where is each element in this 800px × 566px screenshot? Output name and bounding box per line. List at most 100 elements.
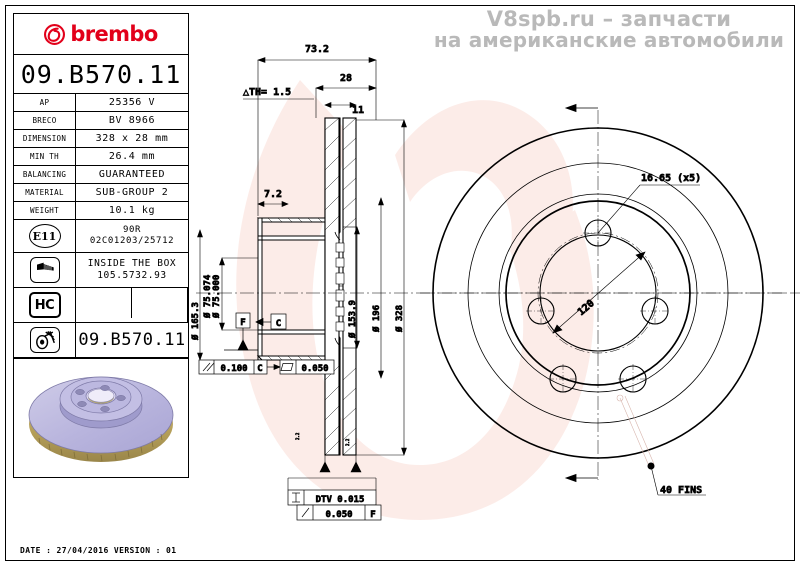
dim-11: [324, 102, 357, 108]
part-code: 09.B570.11: [20, 59, 182, 89]
bolt-hole-note: 16.65 (x5): [641, 173, 701, 184]
pcd-dim: [552, 251, 646, 334]
table-row: WEIGHT 10.1 kg: [14, 202, 188, 220]
tolerance-parallelism-value: 0.100: [220, 364, 247, 374]
pcd-label: 120: [576, 298, 597, 318]
homologation-line1: 90R: [122, 224, 142, 235]
row-label: MATERIAL: [14, 184, 76, 201]
disc-code-row: 09.B570.11: [14, 323, 188, 358]
inside-box-line2: 105.5732.93: [97, 270, 167, 281]
tolerance-dtv-value: DTV 0.015: [316, 495, 365, 505]
section-hatch-cheeks: [324, 117, 357, 456]
homologation-row: E11 90R 02C01203/25712: [14, 220, 188, 253]
tolerance-flatness: [279, 359, 335, 375]
row-label: BRECO: [14, 112, 76, 129]
dtv-leader: [287, 455, 377, 490]
row-label: AP: [14, 94, 76, 111]
hc-empty-cell-1: [76, 288, 132, 318]
hc-row: HC: [14, 288, 188, 323]
table-row: DIMENSION 328 x 28 mm: [14, 130, 188, 148]
hc-empty-cell-2: [132, 288, 188, 322]
fins-leader: [616, 394, 706, 496]
brembo-wordmark: brembo: [70, 22, 158, 46]
tolerance-parallelism: [198, 359, 281, 375]
screw-icon: [36, 262, 54, 271]
dim-delta-th-label: △TH= 1.5: [243, 87, 291, 98]
tolerance-runout: [296, 504, 382, 521]
hc-badge-cell: HC: [14, 288, 76, 322]
table-row: MATERIAL SUB-GROUP 2: [14, 184, 188, 202]
dim-mid-dia-label: Ø 196: [371, 305, 382, 333]
row-value: 328 x 28 mm: [95, 133, 169, 144]
dim-vent-dia-label: Ø 153.9: [347, 300, 358, 339]
tolerance-runout-value: 0.050: [325, 510, 352, 520]
row-label: WEIGHT: [14, 202, 76, 219]
homologation-value: 90R 02C01203/25712: [76, 220, 188, 252]
row-label: MIN TH: [14, 148, 76, 165]
disc-icon-cell: [14, 323, 76, 357]
dim-flange-th-label: 7.2: [264, 189, 282, 200]
tolerance-parallelism-datum: C: [257, 364, 262, 374]
dim-outer-dia-label: Ø 328: [394, 305, 405, 333]
table-row: BALANCING GUARANTEED: [14, 166, 188, 184]
bolt-hole-leader: [597, 184, 700, 234]
e11-badge-cell: E11: [14, 220, 76, 252]
row-value: BV 8966: [108, 115, 156, 126]
row-label: DIMENSION: [14, 130, 76, 147]
table-row: AP 25356 V: [14, 94, 188, 112]
dim-bore-bottom-label: Ø 75.000: [211, 275, 222, 319]
row-label: BALANCING: [14, 166, 76, 183]
datum-f: [224, 312, 258, 351]
dim-bore-top-label: Ø 75.074: [202, 274, 213, 319]
tolerance-flatness-value: 0.050: [301, 364, 328, 374]
brembo-logo: brembo: [44, 22, 158, 46]
inside-box-row: INSIDE THE BOX 105.5732.93: [14, 253, 188, 288]
tolerance-runout-datum: F: [370, 510, 375, 520]
product-photo-row: [14, 358, 188, 477]
datum-f-label: F: [240, 318, 245, 328]
dim-hat-width-label: 28: [340, 73, 352, 84]
spec-panel: brembo 09.B570.11 AP 25356 V BRECO BV 89…: [13, 13, 189, 478]
screw-icon-cell: [14, 253, 76, 287]
dim-small-left: 2.2: [295, 432, 300, 440]
datum-c-label: C: [276, 319, 281, 329]
dim-153: [343, 226, 360, 349]
dim-196: [378, 197, 384, 379]
brake-disc-render: [28, 376, 174, 462]
dim-inner-width-label: 11: [352, 105, 364, 116]
face-view: 16.65 (x5) 120 40 FINS: [420, 103, 785, 496]
inside-box-line1: INSIDE THE BOX: [87, 257, 177, 269]
row-value: 10.1 kg: [108, 205, 156, 216]
dim-overall-width-label: 73.2: [305, 44, 329, 55]
dim-small-right: 2.2: [345, 438, 350, 446]
dim-165: [197, 229, 203, 361]
disc-badge: [29, 327, 60, 353]
e11-badge: E11: [28, 224, 61, 248]
dim-328: [356, 119, 407, 456]
table-row: MIN TH 26.4 mm: [14, 148, 188, 166]
brake-disc-icon: [35, 331, 55, 350]
screw-badge: [29, 257, 60, 283]
row-value: 26.4 mm: [108, 151, 156, 162]
row-value: GUARANTEED: [98, 169, 166, 180]
fins-note: 40 FINS: [660, 485, 702, 496]
homologation-line2: 02C01203/25712: [89, 236, 175, 246]
inside-box-value: INSIDE THE BOX 105.5732.93: [76, 253, 188, 287]
datum-c: [255, 313, 287, 330]
brembo-circle-b-icon: [44, 23, 66, 45]
dim-73-2: [257, 57, 377, 216]
disc-code-value: 09.B570.11: [78, 330, 186, 350]
sheet-border: [5, 5, 795, 561]
dim-28: [315, 85, 377, 118]
rotation-arrows: [564, 103, 598, 483]
row-value: SUB-GROUP 2: [95, 187, 169, 198]
part-code-row: 09.B570.11: [14, 55, 188, 94]
date-version-line: DATE : 27/04/2016 VERSION : 01: [20, 546, 177, 555]
section-hatch-left: [267, 217, 323, 361]
dim-hat-dia-label: Ø 165.3: [190, 302, 201, 341]
hc-badge: HC: [28, 292, 61, 318]
dim-bore: [219, 257, 258, 331]
dim-7-2: [257, 201, 289, 207]
